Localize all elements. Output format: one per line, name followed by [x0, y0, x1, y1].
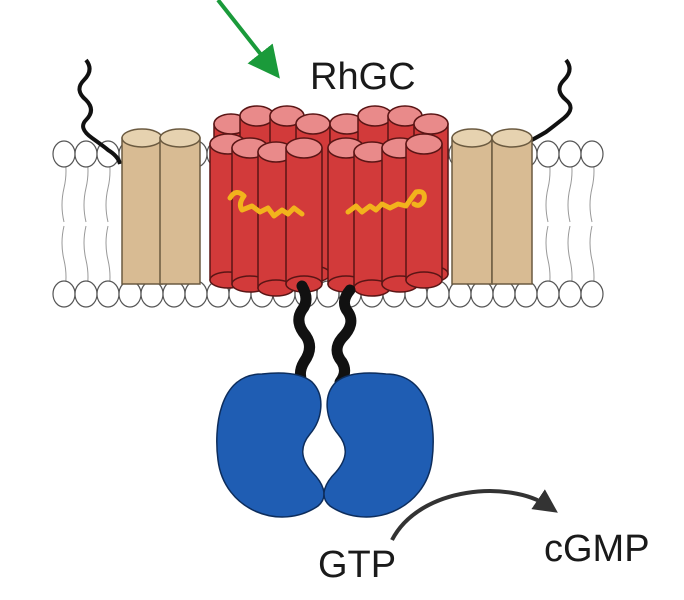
tan-helix [491, 137, 533, 285]
red-helix [405, 143, 443, 281]
right-retinal-chromophore [345, 189, 427, 215]
lipid-head [514, 280, 538, 308]
red-helix-bottom [405, 271, 443, 289]
tan-helix-top [491, 128, 533, 148]
lipid-head [536, 140, 560, 168]
red-helix-top [405, 133, 443, 155]
light-arrow-icon [216, 0, 280, 79]
lipid-head [470, 280, 494, 308]
red-helix-top [413, 113, 449, 135]
left-retinal-chromophore [227, 190, 305, 219]
lipid-head [74, 280, 98, 308]
tan-helix [159, 137, 201, 285]
red-helix-top [357, 105, 393, 127]
red-helix [285, 147, 323, 285]
lipid-head [558, 140, 582, 168]
tan-transmembrane-helices [121, 128, 533, 285]
red-helix-top [239, 105, 275, 127]
reaction-arrow-icon [390, 489, 558, 541]
lipid-head [580, 280, 604, 308]
lipid-head [558, 280, 582, 308]
rhodopsin-helix-bundles [209, 105, 449, 297]
tan-helix-top [451, 128, 493, 148]
tan-helix-top [121, 128, 163, 148]
cgmp-label: cGMP [544, 528, 650, 570]
lipid-head [140, 280, 164, 308]
left-wavy-tail [77, 58, 122, 165]
lipid-head [448, 280, 472, 308]
tan-helix [121, 137, 163, 285]
red-helix-top [285, 137, 323, 159]
lipid-head [52, 280, 76, 308]
lipid-head [536, 280, 560, 308]
lipid-head [52, 140, 76, 168]
left-linker [293, 280, 315, 388]
lipid-head [580, 140, 604, 168]
red-helix-top [295, 113, 331, 135]
lipid-head [162, 280, 186, 308]
lipid-head [74, 140, 98, 168]
lipid-head [118, 280, 142, 308]
left-cyclase-domain [216, 372, 325, 518]
rhgc-label: RhGC [310, 56, 416, 98]
lipid-head [492, 280, 516, 308]
right-cyclase-domain [323, 372, 434, 518]
gtp-label: GTP [318, 544, 397, 586]
tan-helix-top [159, 128, 201, 148]
right-linker [331, 284, 357, 388]
lipid-head [184, 280, 208, 308]
tan-helix [451, 137, 493, 285]
lipid-head [96, 280, 120, 308]
